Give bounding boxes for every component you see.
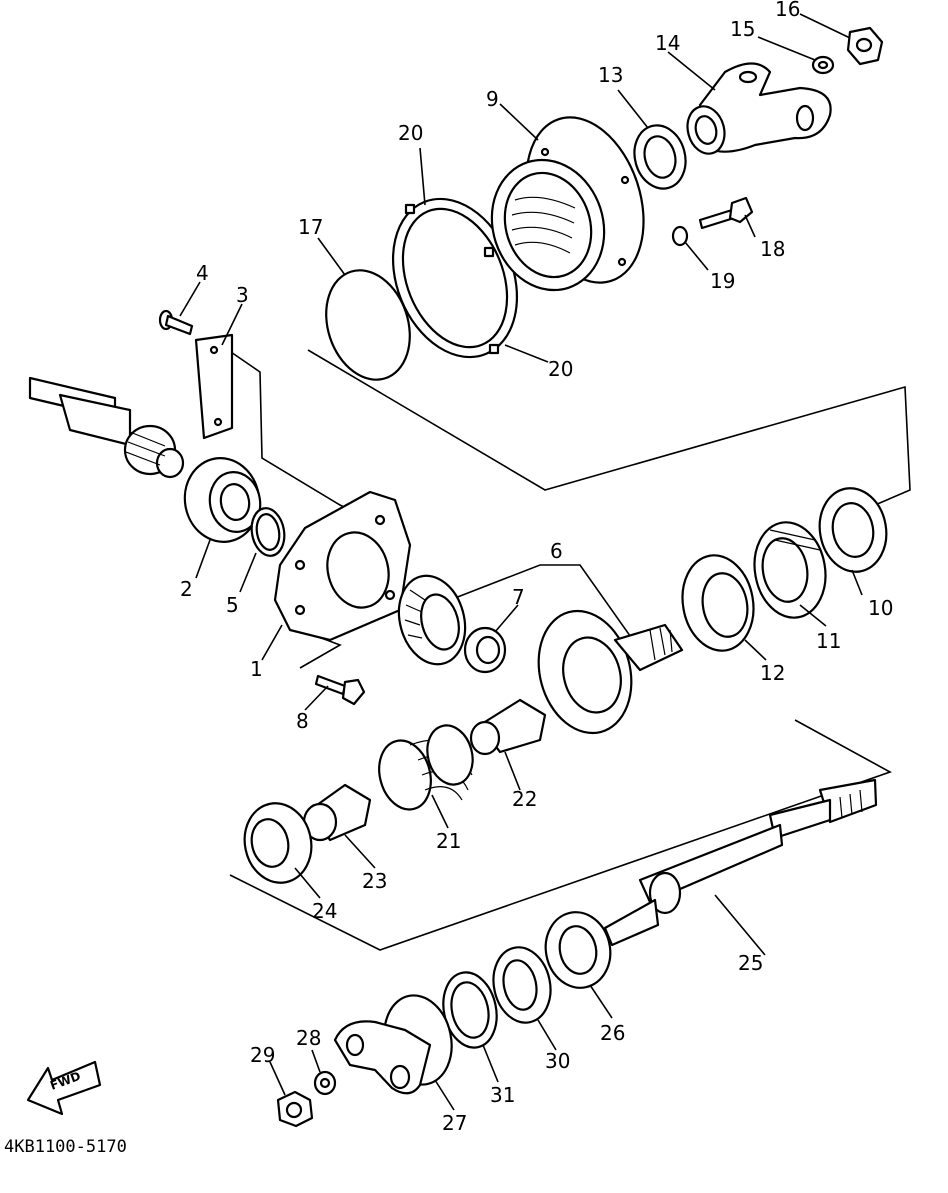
part-7-collar (463, 626, 507, 674)
callout-7: 7 (512, 585, 525, 609)
callout-12: 12 (760, 661, 785, 685)
callout-20-top: 20 (398, 121, 423, 145)
callout-2: 2 (180, 577, 193, 601)
callout-3: 3 (236, 283, 249, 307)
part-6-bevel-gear-large (537, 609, 684, 735)
part-5-o-ring (250, 507, 286, 557)
callout-15: 15 (730, 17, 755, 41)
input-shaft (28, 376, 185, 479)
callout-25: 25 (738, 951, 763, 975)
part-15-washer (811, 55, 835, 75)
part-3-plate (194, 333, 234, 440)
callout-8: 8 (296, 709, 309, 733)
part-28-washer (313, 1070, 337, 1096)
part-8-bolt (314, 674, 366, 706)
diagram-code: 4KB1100-5170 (4, 1137, 127, 1157)
part-11-ring-nut (753, 521, 827, 619)
group-line-upper (307, 349, 911, 506)
callout-29: 29 (250, 1043, 275, 1067)
part-4-screw (158, 309, 194, 336)
part-12-bearing (681, 554, 755, 652)
part-6-bevel-gear-small (397, 574, 467, 666)
part-1-case (273, 490, 412, 642)
callout-9: 9 (486, 87, 499, 111)
callout-31: 31 (490, 1083, 515, 1107)
callout-17: 17 (298, 215, 323, 239)
part-31-seal (442, 971, 498, 1049)
part-10-bearing (818, 487, 888, 573)
callout-23: 23 (362, 869, 387, 893)
callout-20-bottom: 20 (548, 357, 573, 381)
callout-21: 21 (436, 829, 461, 853)
part-2-bearing (183, 457, 262, 543)
callout-18: 18 (760, 237, 785, 261)
callout-6: 6 (550, 539, 563, 563)
part-24-bearing (243, 802, 313, 884)
callout-10: 10 (868, 596, 893, 620)
part-18-bolt (698, 196, 754, 230)
part-27-yoke (333, 994, 453, 1095)
part-13-oil-seal (633, 124, 687, 190)
callout-11: 11 (816, 629, 841, 653)
callout-22: 22 (512, 787, 537, 811)
part-16-nut (846, 26, 884, 66)
callout-27: 27 (442, 1111, 467, 1135)
part-23-collar (302, 783, 372, 842)
callout-24: 24 (312, 899, 337, 923)
part-14-yoke (686, 62, 832, 155)
callout-labels: 1 2 3 4 5 6 7 8 9 10 11 12 13 14 15 16 1… (180, 0, 893, 1135)
part-30-ring-nut (492, 946, 552, 1024)
fwd-direction-arrow: FWD (26, 1060, 102, 1116)
part-9-housing (490, 116, 645, 292)
callout-4: 4 (196, 261, 209, 285)
part-17-cover (325, 269, 411, 381)
gear-pair-line-6 (454, 564, 641, 651)
part-25-output-shaft (603, 778, 878, 947)
callout-14: 14 (655, 31, 680, 55)
part-21-spring (378, 724, 474, 811)
callout-1: 1 (250, 657, 263, 681)
part-19-washer (671, 225, 689, 247)
leader-lines (179, 13, 863, 1111)
callout-5: 5 (226, 593, 239, 617)
callout-13: 13 (598, 63, 623, 87)
group-line-lower (229, 719, 892, 951)
assembly-grouping-lines (227, 349, 911, 951)
part-22-cam (469, 698, 547, 756)
callout-26: 26 (600, 1021, 625, 1045)
callout-28: 28 (296, 1026, 321, 1050)
callout-19: 19 (710, 269, 735, 293)
part-26-bearing (544, 911, 612, 989)
part-29-nut (276, 1090, 314, 1128)
callout-30: 30 (545, 1049, 570, 1073)
part-20-gasket (391, 197, 519, 359)
callout-16: 16 (775, 0, 800, 21)
